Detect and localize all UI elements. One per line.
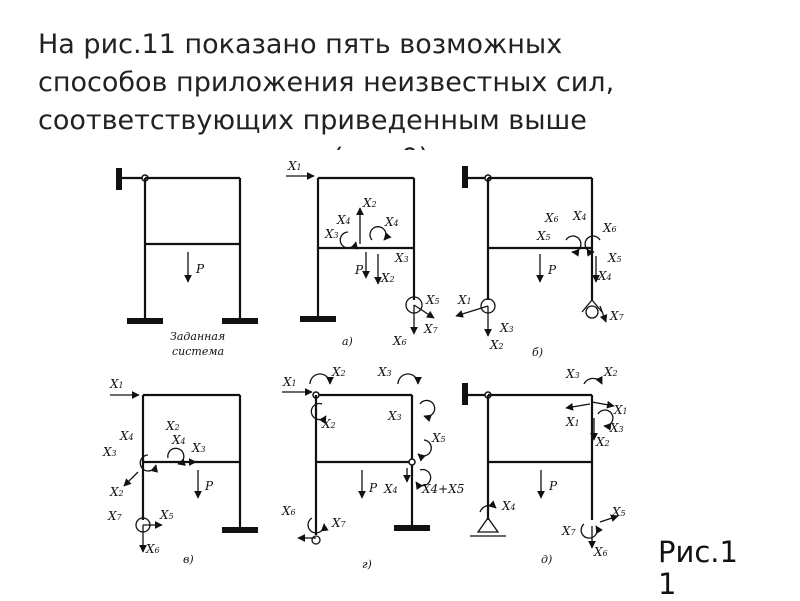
load-label-b: P [547, 263, 557, 277]
panel-label-d: д) [541, 553, 552, 566]
panel-label-a: а) [342, 335, 353, 348]
svg-text:X4: X4 [572, 209, 587, 223]
given-system-label-1: Заданная [170, 330, 225, 343]
svg-text:X3: X3 [324, 227, 339, 241]
svg-text:X5: X5 [611, 505, 626, 519]
svg-text:X2: X2 [603, 365, 618, 379]
svg-text:X3: X3 [387, 409, 402, 423]
load-label-a: P [354, 263, 364, 277]
svg-text:X4: X4 [171, 433, 186, 447]
svg-text:X6: X6 [593, 545, 608, 559]
given-system-frame: P Заданная система [116, 168, 258, 358]
svg-text:X7: X7 [609, 309, 625, 323]
svg-text:X7: X7 [107, 509, 123, 523]
svg-text:X3: X3 [565, 367, 580, 381]
svg-text:X3: X3 [191, 441, 206, 455]
svg-text:X7: X7 [423, 322, 439, 336]
svg-text:X1: X1 [565, 415, 580, 429]
title-line-2: способов приложения неизвестных сил, [38, 67, 615, 98]
panel-label-b: б) [532, 346, 543, 359]
svg-text:X5: X5 [425, 293, 440, 307]
svg-text:X5: X5 [607, 251, 622, 265]
svg-text:X5: X5 [431, 431, 446, 445]
title-line-4: основным системам (рис.9). [38, 140, 738, 150]
svg-text:X2: X2 [321, 417, 336, 431]
svg-text:X2: X2 [380, 271, 395, 285]
svg-text:X2: X2 [362, 196, 377, 210]
load-label-v: P [204, 479, 214, 493]
title-line-3: соответствующих приведенным выше [38, 105, 587, 136]
svg-text:X7: X7 [331, 516, 347, 530]
svg-text:X1: X1 [109, 377, 124, 391]
svg-text:X3: X3 [377, 365, 392, 379]
svg-text:X1: X1 [613, 403, 628, 417]
load-label-g: P [368, 481, 378, 495]
svg-text:X2: X2 [165, 419, 180, 433]
frame-b: P X6 X5 X4 X6 X5 X4 X1 X3 X2 X7 б) [455, 166, 625, 359]
combined-label: X4+X5 [421, 482, 464, 496]
figure-caption: Рис.11 [658, 535, 738, 601]
svg-text:X1: X1 [287, 159, 302, 173]
svg-text:X2: X2 [595, 435, 610, 449]
svg-text:X6: X6 [392, 334, 407, 348]
svg-text:X5: X5 [159, 508, 174, 522]
svg-text:X6: X6 [281, 504, 296, 518]
svg-text:X2: X2 [489, 338, 504, 352]
slide-title: На рис.11 показано пять возможных способ… [38, 26, 738, 150]
svg-text:X6: X6 [544, 211, 559, 225]
svg-text:X4: X4 [384, 215, 399, 229]
svg-text:X2: X2 [331, 365, 346, 379]
svg-text:X3: X3 [102, 445, 117, 459]
svg-text:X6: X6 [602, 221, 617, 235]
svg-text:X3: X3 [609, 421, 624, 435]
svg-text:X4: X4 [383, 482, 398, 496]
svg-text:X4: X4 [501, 499, 516, 513]
svg-text:X7: X7 [561, 524, 577, 538]
svg-text:X4: X4 [597, 269, 612, 283]
svg-text:X3: X3 [394, 251, 409, 265]
frame-a: X1 X2 X2 X4 X3 X4 X3 P X5 X7 X6 а) [286, 159, 440, 348]
title-line-1: На рис.11 показано пять возможных [38, 29, 563, 60]
svg-text:X4: X4 [119, 429, 134, 443]
panel-label-v: в) [183, 553, 194, 566]
svg-text:X3: X3 [499, 321, 514, 335]
load-label: P [195, 262, 205, 276]
frame-g: X1 X2 X2 X3 X3 X5 X4 X4+X5 P X6 X7 г) [281, 365, 464, 571]
load-label-d: P [548, 479, 558, 493]
frame-v: X1 P X4 X3 X2 X2 X4 X3 X7 X5 X6 в) [102, 377, 258, 566]
svg-text:X5: X5 [536, 229, 551, 243]
panel-label-g: г) [362, 558, 372, 571]
svg-text:X2: X2 [109, 485, 124, 499]
svg-text:X1: X1 [457, 293, 472, 307]
frame-d: P X3 X2 X1 X1 X3 X2 X4 X7 X5 X6 д) [462, 365, 628, 566]
given-system-label-2: система [172, 345, 224, 358]
svg-text:X6: X6 [145, 542, 160, 556]
svg-text:X4: X4 [336, 213, 351, 227]
svg-text:X1: X1 [282, 375, 297, 389]
